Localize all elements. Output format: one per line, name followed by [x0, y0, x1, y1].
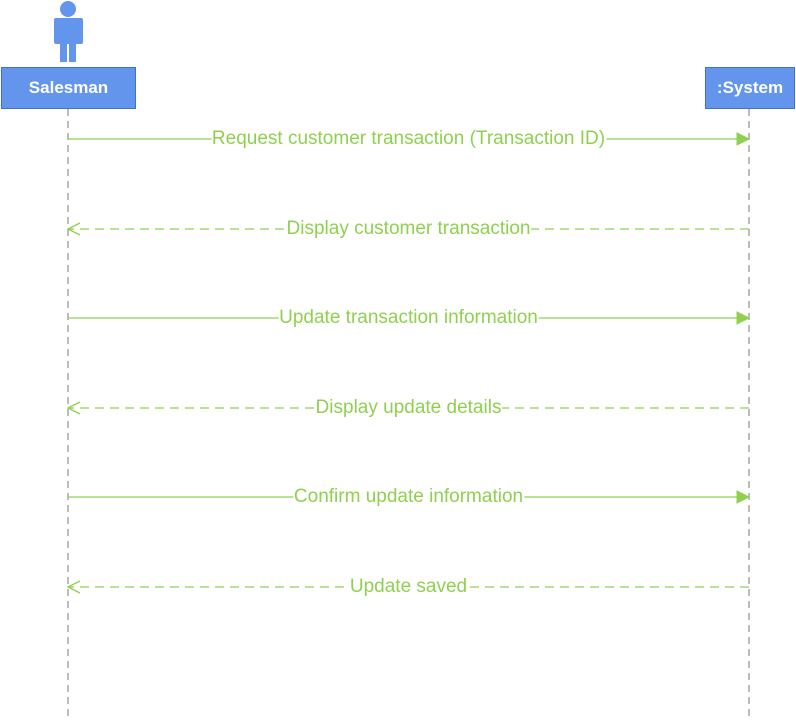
message-3-arrowhead — [736, 311, 751, 325]
lifeline-system-label: :System — [716, 78, 784, 97]
messages-layer — [66, 132, 751, 594]
actor-icon — [54, 1, 83, 62]
message-5-label: Confirm update information — [292, 486, 525, 508]
message-6-arrowhead — [66, 580, 81, 594]
actor-head — [60, 1, 76, 17]
actor-body — [54, 18, 83, 44]
actor-left-leg — [60, 44, 67, 62]
message-6-label: Update saved — [348, 576, 469, 598]
message-4-label: Display update details — [314, 397, 503, 419]
lifeline-system: :System — [705, 67, 795, 109]
lifeline-salesman: Salesman — [1, 67, 136, 109]
message-5-arrowhead — [736, 490, 751, 504]
message-1-label: Request customer transaction (Transactio… — [210, 128, 607, 150]
message-2-label: Display customer transaction — [285, 218, 532, 240]
actor-right-leg — [69, 44, 76, 62]
message-4-arrowhead — [66, 401, 81, 415]
message-3-label: Update transaction information — [278, 307, 539, 329]
message-2-arrowhead — [66, 222, 81, 236]
message-1-arrowhead — [736, 132, 751, 146]
lifeline-salesman-label: Salesman — [28, 78, 109, 97]
